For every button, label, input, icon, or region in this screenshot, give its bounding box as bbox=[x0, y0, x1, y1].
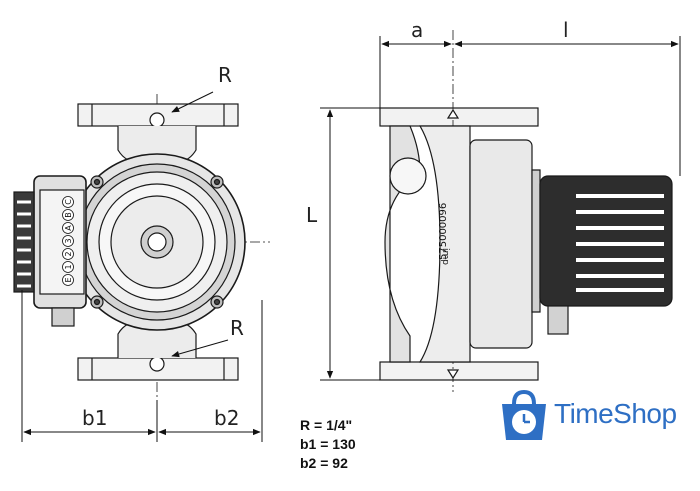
imp-logo-text: imp bbox=[440, 248, 450, 265]
b1-label: b1 bbox=[82, 406, 107, 430]
terminal-label-1: 1 bbox=[64, 264, 73, 269]
brand-name: TimeShop bbox=[554, 398, 677, 429]
pump-side-view bbox=[379, 30, 673, 392]
L-label: L bbox=[306, 203, 318, 227]
r-label-top: R bbox=[218, 63, 232, 87]
spec-b2: b2 = 92 bbox=[300, 455, 348, 471]
terminal-symbol-5 bbox=[62, 209, 74, 221]
terminal-symbol-3 bbox=[62, 235, 74, 247]
terminal-symbol-4 bbox=[62, 222, 74, 234]
terminal-symbol-1 bbox=[62, 261, 74, 273]
terminal-label-4: A bbox=[64, 225, 73, 231]
r-label-bottom: R bbox=[230, 316, 244, 340]
terminal-label-0: E bbox=[64, 277, 73, 282]
b-dimensions bbox=[21, 290, 263, 442]
a-l-dimensions bbox=[379, 36, 681, 176]
serial-number: 575000096 bbox=[438, 203, 449, 260]
terminal-symbol-2 bbox=[62, 248, 74, 260]
L-dimension bbox=[320, 107, 380, 381]
terminal-symbol-6 bbox=[62, 196, 74, 208]
b2-label: b2 bbox=[214, 406, 239, 430]
pump-front-view bbox=[13, 94, 270, 400]
terminal-label-6: C bbox=[64, 199, 73, 205]
terminal-labels: E 1 2 3 A B C bbox=[62, 196, 74, 286]
r-leader-bottom bbox=[171, 339, 229, 358]
spec-r: R = 1/4" bbox=[300, 417, 353, 433]
spec-b1: b1 = 130 bbox=[300, 436, 356, 452]
terminal-label-5: B bbox=[64, 212, 73, 218]
l-label: l bbox=[563, 18, 569, 42]
r-leader-top bbox=[171, 91, 214, 113]
terminal-box-ribs bbox=[17, 200, 31, 288]
shopping-bag-clock-icon bbox=[502, 389, 546, 440]
terminal-symbol-0 bbox=[62, 274, 74, 286]
terminal-label-2: 2 bbox=[64, 251, 73, 256]
a-label: a bbox=[411, 18, 423, 42]
timeshop-logo: TimeShop bbox=[496, 388, 696, 444]
terminal-label-3: 3 bbox=[64, 238, 73, 243]
fan-housing-ribs bbox=[576, 194, 664, 292]
spec-legend: R = 1/4" b1 = 130 b2 = 92 bbox=[300, 416, 356, 473]
